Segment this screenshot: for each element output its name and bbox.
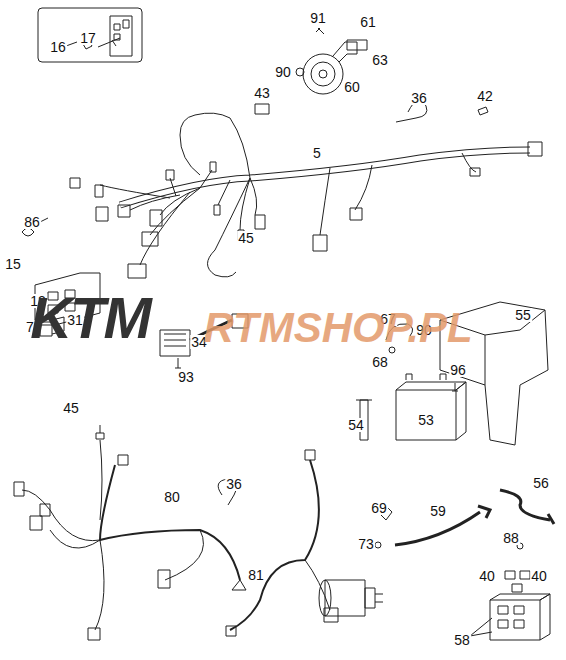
callout-number: 68 (371, 355, 389, 369)
watermark: RTMSHOP.PL (203, 307, 472, 349)
callout-number: 42 (476, 89, 494, 103)
callout-number: 69 (370, 501, 388, 515)
callout-number: 45 (62, 401, 80, 415)
fuse-box (470, 543, 550, 640)
callout-number: 36 (225, 477, 243, 491)
clip (255, 104, 269, 114)
callout-number: 16 (49, 40, 67, 54)
starter-relay (319, 580, 383, 616)
callout-number: 90 (274, 65, 292, 79)
callout-number: 96 (449, 363, 467, 377)
callout-number: 58 (453, 633, 471, 647)
clip (478, 107, 488, 115)
callout-number: 91 (309, 11, 327, 25)
callout-number: 59 (429, 504, 447, 518)
callout-number: 80 (163, 490, 181, 504)
callout-number: 63 (371, 53, 389, 67)
nut (375, 542, 381, 548)
horn (296, 28, 367, 94)
callout-number: 40 (530, 569, 548, 583)
main-wiring-harness (70, 113, 542, 278)
callout-number: 36 (410, 91, 428, 105)
callout-number: 73 (357, 537, 375, 551)
callout-number: 54 (347, 418, 365, 432)
watermark-logo: KTM (30, 289, 150, 347)
callout-number: 61 (359, 15, 377, 29)
callout-number: 40 (478, 569, 496, 583)
battery (396, 374, 466, 440)
callout-number: 56 (532, 476, 550, 490)
wiring-harness (14, 425, 246, 640)
ground-cable (500, 490, 554, 524)
callout-number: 43 (253, 86, 271, 100)
callout-number: 88 (502, 531, 520, 545)
callout-number: 93 (177, 370, 195, 384)
callout-number: 5 (312, 146, 322, 160)
callout-number: 53 (417, 413, 435, 427)
callout-number: 45 (237, 231, 255, 245)
mounting-kit-inset (38, 8, 142, 62)
wiring-harness (226, 450, 338, 636)
callout-number: 15 (4, 257, 22, 271)
callout-number: 81 (247, 568, 265, 582)
callout-number: 55 (514, 308, 532, 322)
callout-number: 17 (79, 31, 97, 45)
callout-number: 86 (23, 215, 41, 229)
callout-number: 60 (343, 80, 361, 94)
